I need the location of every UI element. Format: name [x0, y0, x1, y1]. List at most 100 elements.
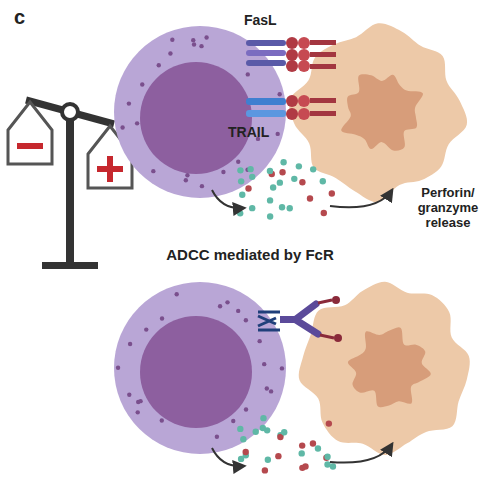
- granule: [236, 160, 240, 164]
- balance-symbol: [8, 100, 132, 269]
- granule: [270, 184, 276, 190]
- granule: [279, 169, 285, 175]
- ligand-label: FasL: [244, 12, 304, 28]
- ligand-label: TRAIL: [228, 124, 288, 140]
- granule: [231, 419, 235, 423]
- granule: [307, 195, 313, 201]
- granule: [135, 121, 139, 125]
- granule: [275, 453, 281, 459]
- release-arrow: [212, 190, 244, 208]
- granule: [324, 454, 330, 460]
- balance-base: [42, 262, 98, 269]
- granule: [299, 450, 305, 456]
- granule: [329, 190, 335, 196]
- granule: [238, 178, 244, 184]
- granule: [326, 420, 332, 426]
- plus-sign: [107, 156, 113, 182]
- granule: [244, 407, 248, 411]
- granule: [267, 168, 273, 174]
- granule: [280, 159, 286, 165]
- granule: [260, 415, 266, 421]
- nk-nucleus: [140, 316, 252, 428]
- granule: [240, 436, 246, 442]
- granule: [151, 169, 155, 173]
- trail-receptor: [246, 95, 336, 120]
- granule: [280, 366, 284, 370]
- granule: [174, 292, 178, 296]
- granule: [237, 426, 243, 432]
- granule: [315, 445, 321, 451]
- minus-pan: [8, 102, 52, 164]
- granule: [287, 205, 293, 211]
- granule: [310, 166, 316, 172]
- granule: [204, 35, 208, 39]
- balance-pole: [66, 118, 74, 266]
- granule: [267, 197, 273, 203]
- target-cell: [289, 23, 467, 202]
- granule: [215, 435, 219, 439]
- granule: [246, 72, 250, 76]
- granule: [157, 63, 161, 67]
- granule: [185, 173, 189, 177]
- granule: [192, 42, 196, 46]
- minus-sign: [17, 143, 43, 149]
- granule: [120, 125, 124, 129]
- granule: [310, 440, 316, 446]
- granule: [160, 316, 164, 320]
- granule: [291, 176, 297, 182]
- granule: [200, 184, 204, 188]
- granule: [320, 178, 326, 184]
- granule: [275, 132, 279, 136]
- release-arrow: [330, 190, 392, 207]
- granule: [170, 38, 174, 42]
- nk-nucleus: [140, 62, 252, 174]
- nk-cell: [114, 26, 286, 198]
- granule: [138, 399, 142, 403]
- release-arrow: [330, 444, 392, 463]
- release-arrow: [212, 448, 244, 466]
- granule: [267, 213, 273, 219]
- granule: [144, 327, 148, 331]
- process-label: Perforin/ granzyme release: [406, 186, 490, 231]
- granule: [279, 204, 285, 210]
- fcr-antibody: [258, 296, 342, 342]
- panel-letter: c: [14, 6, 44, 29]
- granule: [330, 463, 336, 469]
- granule: [218, 304, 222, 308]
- nk-cell: [114, 282, 286, 454]
- granule: [247, 166, 253, 172]
- granule: [302, 463, 308, 469]
- granule: [249, 174, 255, 180]
- granule: [260, 425, 266, 431]
- target-nucleus: [341, 74, 423, 151]
- granule: [127, 393, 131, 397]
- granule: [140, 82, 144, 86]
- granule: [116, 366, 120, 370]
- granule: [160, 418, 164, 422]
- granule: [128, 342, 132, 346]
- granule: [184, 178, 188, 182]
- granule: [199, 44, 203, 48]
- granule: [265, 386, 269, 390]
- granule: [168, 51, 172, 55]
- granule: [296, 163, 302, 169]
- granule: [245, 185, 251, 191]
- granule: [236, 309, 240, 313]
- granule: [281, 429, 287, 435]
- granule: [237, 210, 243, 216]
- target-nucleus: [348, 327, 431, 407]
- granule: [225, 300, 229, 304]
- granule: [243, 449, 249, 455]
- granule: [221, 170, 225, 174]
- granule: [257, 339, 261, 343]
- granule: [127, 101, 131, 105]
- granule: [324, 461, 330, 467]
- granule: [191, 38, 195, 42]
- granule: [136, 410, 140, 414]
- granule: [253, 429, 259, 435]
- section-heading: ADCC mediated by FcR: [140, 246, 360, 263]
- granule: [262, 467, 268, 473]
- granule: [239, 192, 245, 198]
- granule: [321, 210, 327, 216]
- granule: [269, 389, 273, 393]
